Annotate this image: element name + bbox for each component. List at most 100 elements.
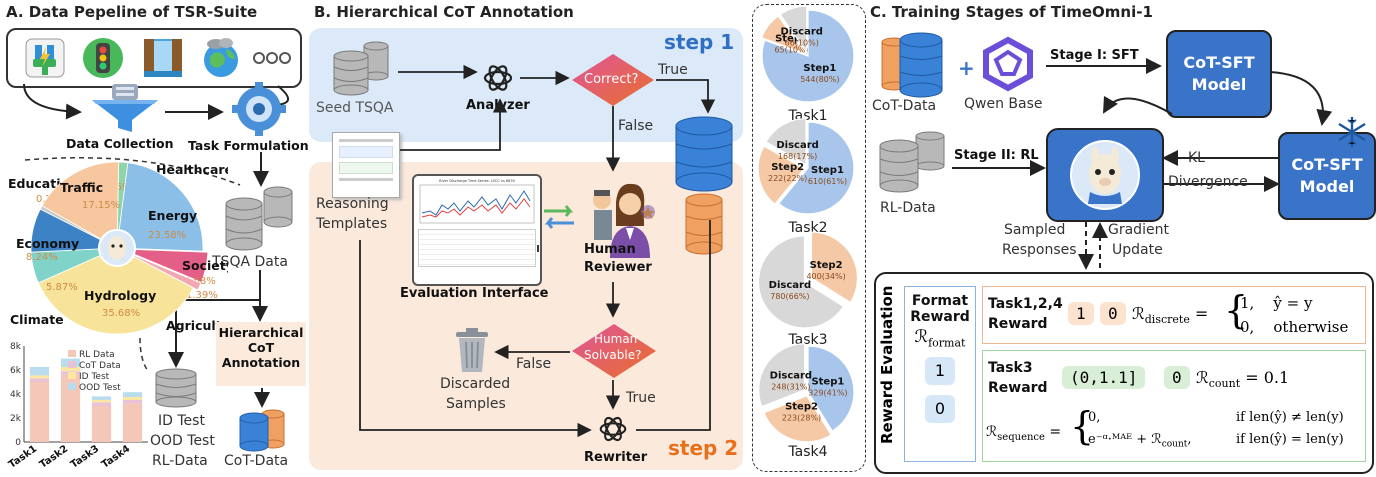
analyzer-logo-icon bbox=[483, 65, 513, 91]
model-line2: Model bbox=[1299, 177, 1355, 196]
data-collection-label: Data Collection bbox=[66, 136, 174, 151]
tsqa-data-label: TSQA Data bbox=[212, 254, 288, 270]
sampled-label: Sampled bbox=[1004, 222, 1066, 238]
sequence-case-0: 0, bbox=[1088, 410, 1100, 425]
task-pie-slice-task1-discard bbox=[779, 5, 808, 55]
step1-label: step 1 bbox=[664, 30, 735, 54]
discrete-case-1: 1, ŷ = y bbox=[1240, 294, 1312, 312]
samples-label: Samples bbox=[446, 396, 506, 412]
pie-value-traffic: 17.15% bbox=[82, 200, 120, 211]
id-test-label: ID Test bbox=[158, 413, 205, 429]
discrete-formula: ℛdiscrete = bbox=[1132, 304, 1209, 327]
bar-task3-ood-test bbox=[91, 396, 112, 400]
waterfall-icon bbox=[144, 39, 182, 77]
bar-xtick: Task1 bbox=[7, 443, 39, 470]
bar-ytick: 6k bbox=[10, 366, 22, 376]
sequence-case-1-val: e⁻ᵅ·ᴹᴬᴱ + ℛ bbox=[1088, 432, 1162, 447]
sequence-case-1-cond: if len(ŷ) = len(y) bbox=[1236, 432, 1344, 447]
gear-icon bbox=[232, 82, 286, 136]
sequence-case-0-val: 0, bbox=[1088, 410, 1101, 425]
format-sub: format bbox=[928, 336, 966, 350]
task-pie-value: 400(34%) bbox=[806, 272, 845, 281]
task-pie-slice-task2-discard bbox=[765, 117, 807, 166]
more-dots-icon bbox=[253, 52, 291, 64]
discrete-case-0-cond: otherwise bbox=[1273, 318, 1349, 336]
correct-decision-diamond bbox=[572, 54, 654, 106]
domain-pie-chart: Healthcare1.69%Energy23.58%Society5.68%A… bbox=[8, 161, 228, 335]
pie-slice-energy bbox=[116, 162, 204, 252]
rl-data-database-icon bbox=[879, 131, 945, 193]
bar-legend-label: RL Data bbox=[79, 350, 115, 360]
bar-task4-cot-data bbox=[122, 400, 143, 404]
task-pie-value: 223(28%) bbox=[782, 414, 821, 423]
swap-arrows-icon bbox=[544, 205, 574, 229]
pie-label-economy: Economy bbox=[16, 236, 79, 251]
cot-sft-line1: CoT-SFT bbox=[1183, 53, 1255, 72]
rewriter-logo-icon bbox=[599, 416, 627, 442]
hier-cot-line1: Hierarchical bbox=[218, 325, 304, 340]
task3-val-0: 0 bbox=[1164, 366, 1190, 389]
sequence-brace: { bbox=[1070, 404, 1095, 448]
task124-reward-label: Reward bbox=[988, 316, 1048, 332]
bar-task3-cot-data bbox=[91, 402, 112, 406]
format-label: Format bbox=[911, 293, 969, 309]
human-reviewer-avatar bbox=[593, 183, 655, 258]
bar-legend-label: OOD Test bbox=[79, 383, 121, 393]
task-pie-slice-task4-discard bbox=[758, 343, 806, 408]
count-eq: = 0.1 bbox=[1245, 368, 1290, 387]
task-formulation-label: Task Formulation bbox=[188, 138, 309, 153]
hier-cot-line2: CoT bbox=[247, 340, 275, 355]
pie-value-energy: 23.58% bbox=[148, 230, 186, 241]
format-reward-box: Format Reward ℛformat 1 0 bbox=[904, 286, 976, 462]
task-pie-label: Step2 bbox=[775, 33, 808, 44]
task-pie-label: Discard bbox=[769, 280, 811, 291]
true-label-2: True bbox=[626, 390, 656, 406]
pie-label-agriculture: Agriculture bbox=[166, 318, 228, 333]
pie-value-climate: 5.87% bbox=[46, 282, 78, 293]
pie-value-hydrology: 35.68% bbox=[102, 308, 140, 319]
task-pie-label: Step1 bbox=[811, 376, 844, 387]
discrete-sym: ℛ bbox=[1132, 304, 1145, 323]
bar-xtick: Task2 bbox=[38, 443, 70, 470]
eval-chart-title: River Discharge Time Series: LSCC vs 683… bbox=[439, 179, 515, 183]
task-pie-slice-task1-step2 bbox=[760, 15, 807, 55]
false-label-2: False bbox=[516, 356, 552, 372]
sequence-case-0-cond: if len(ŷ) ≠ len(y) bbox=[1236, 410, 1344, 425]
section-c-title: C. Training Stages of TimeOmni-1 bbox=[870, 3, 1153, 21]
pie-slice-traffic bbox=[41, 161, 120, 249]
sequence-case-1-sub: count bbox=[1161, 439, 1188, 450]
cot-data-database-icon bbox=[881, 32, 943, 98]
bar-task1-cot-data bbox=[29, 378, 50, 382]
pie-slice-society bbox=[121, 248, 209, 283]
rl-data-label-c: RL-Data bbox=[880, 200, 936, 216]
traffic-light-icon bbox=[83, 38, 123, 78]
true-label-1: True bbox=[658, 62, 688, 78]
discrete-case-1-cond: ŷ = y bbox=[1273, 294, 1313, 312]
pie-mascot-icon bbox=[98, 229, 136, 267]
section-c-flow-arrows bbox=[952, 58, 1333, 270]
task3-reward-box bbox=[982, 350, 1366, 462]
templates-label: Templates bbox=[316, 216, 388, 232]
task-pie-value: 222(22%) bbox=[768, 174, 807, 183]
task-pie-label: Discard bbox=[770, 370, 812, 381]
task-pie-label: Discard bbox=[781, 26, 823, 37]
task-pie-slice-task3-step2 bbox=[810, 231, 859, 304]
reward-eval-vertical-label: Reward Evaluation bbox=[878, 285, 896, 444]
reviewer-label: Reviewer bbox=[584, 260, 652, 275]
pie-value-society: 5.68% bbox=[184, 276, 216, 287]
bar-task2-rl-data bbox=[60, 374, 81, 442]
tsqa-database-icon bbox=[225, 186, 293, 251]
model-line1: Model bbox=[1191, 75, 1247, 94]
bar-legend-label: CoT Data bbox=[79, 361, 121, 371]
source-icons-box bbox=[6, 28, 302, 88]
qwen-logo-icon bbox=[983, 36, 1033, 92]
bar-ytick: 8k bbox=[10, 342, 22, 352]
correct-label: Correct? bbox=[584, 72, 639, 87]
rl-data-label: RL-Data bbox=[152, 453, 208, 469]
bar-task1-rl-data bbox=[29, 382, 50, 442]
format-val-0: 0 bbox=[925, 395, 955, 424]
count-formula: ℛcount = 0.1 bbox=[1196, 368, 1289, 390]
task-pies: Step1544(80%)Step265(10%)Discard66(10%)T… bbox=[757, 5, 859, 460]
task-pie-value: 329(41%) bbox=[808, 388, 847, 397]
